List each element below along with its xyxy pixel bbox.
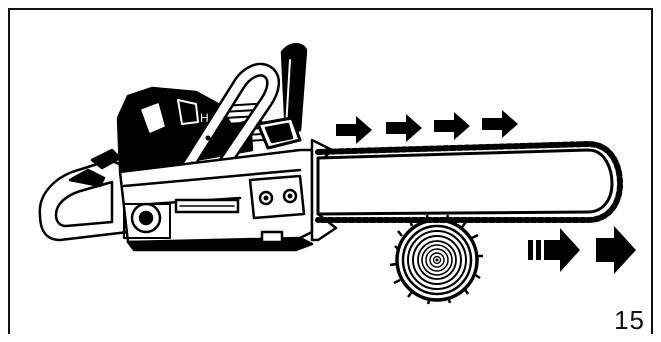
oil-cap: [262, 232, 282, 242]
arrow-right-icon: [482, 110, 518, 138]
arrow-right-icon: [434, 112, 470, 140]
chainsaw-illustration: H: [40, 44, 620, 250]
muffler-inner: [266, 124, 292, 142]
log-cross-section-icon: [390, 215, 483, 304]
feed-direction-arrows: [528, 226, 636, 274]
double-arrow-right-icon: [528, 228, 580, 272]
arrow-right-icon: [336, 116, 372, 144]
starter-hub: [140, 212, 152, 224]
guide-bar: [318, 150, 612, 214]
arrow-right-icon: [386, 114, 422, 142]
chain-direction-arrows: [336, 110, 518, 144]
figure-number: 15: [614, 305, 645, 336]
arrow-right-icon: [596, 226, 636, 274]
